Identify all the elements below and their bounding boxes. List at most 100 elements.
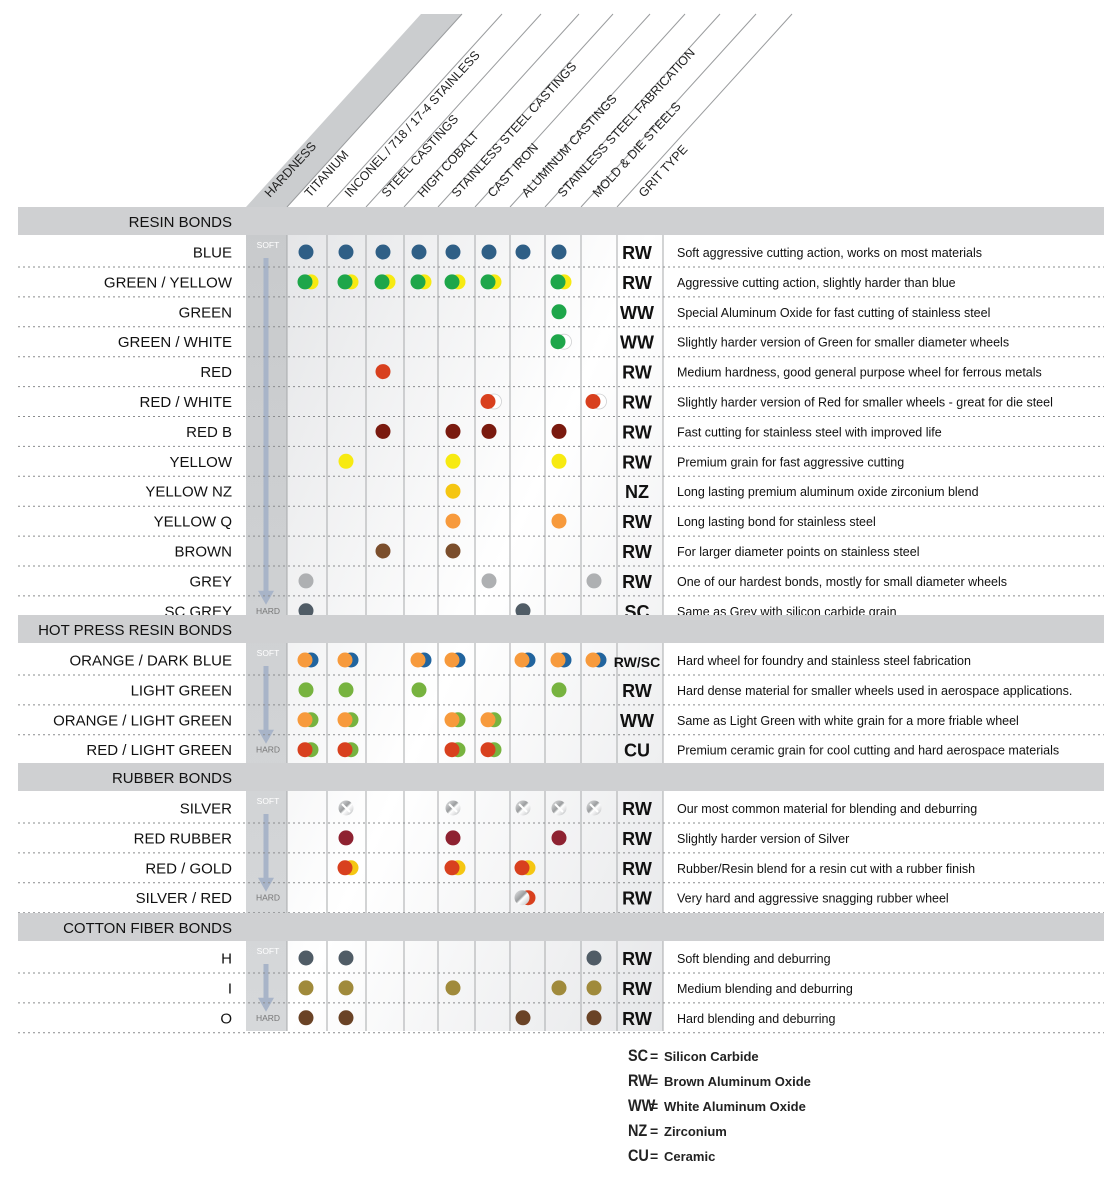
compatibility-dot [375,423,391,439]
compatibility-dot [297,652,319,668]
compatibility-dot [480,393,502,410]
compatibility-dot [375,244,391,260]
compatibility-dot [444,274,466,290]
bond-name: RED / WHITE [140,394,233,411]
legend-name: White Aluminum Oxide [664,1099,806,1114]
compatibility-dot [551,682,567,698]
grit-type: RW [622,889,652,909]
grit-type: NZ [625,482,649,502]
compatibility-dot [337,274,359,290]
compatibility-dot [337,860,359,876]
hardness-soft-label: SOFT [257,946,280,956]
compatibility-dot [481,573,497,589]
bond-description: Long lasting premium aluminum oxide zirc… [677,485,979,499]
bond-description: Very hard and aggressive snagging rubber… [677,892,949,906]
compatibility-dot [298,980,314,996]
compatibility-dot [445,513,461,529]
bond-description: Long lasting bond for stainless steel [677,515,876,529]
bond-name: SILVER [180,801,232,818]
hardness-hard-label: HARD [256,745,280,755]
compatibility-dot [374,274,396,290]
compatibility-dot [445,483,461,499]
compatibility-dot [410,652,432,668]
compatibility-dot [445,543,461,559]
compatibility-dot [338,1010,354,1026]
compatibility-dot [551,244,567,260]
compatibility-dot [514,652,536,668]
legend-item: WW=White Aluminum Oxide [628,1093,811,1118]
compatibility-dot [375,543,391,559]
hardness-arrowhead [258,729,274,744]
legend-code: RW [628,1071,652,1090]
bond-name: RED B [186,424,232,441]
grit-type: RW [622,799,652,819]
bond-name: GREY [189,573,232,590]
compatibility-dot [551,423,567,439]
compatibility-dot [298,244,314,260]
bond-description: Slightly harder version of Silver [677,832,849,846]
compatibility-dot [514,890,536,906]
hardness-soft-label: SOFT [257,240,280,250]
grit-type: RW [622,393,652,413]
compatibility-dot [338,453,354,469]
compatibility-dot [444,712,466,728]
compatibility-dot [514,860,536,876]
compatibility-dot [445,980,461,996]
grit-type: RW [622,829,652,849]
compatibility-dot [551,830,567,846]
legend-code: SC [628,1046,649,1065]
grit-type: CU [624,741,650,761]
grit-type: RW [622,542,652,562]
legend-equals: = [650,1048,659,1064]
compatibility-dot [515,1010,531,1026]
bond-name: SILVER / RED [136,890,233,907]
compatibility-dot [551,980,567,996]
compatibility-dot [375,364,391,380]
section-header [18,913,1104,941]
legend-item: CU=Ceramic [628,1143,811,1168]
compatibility-dot [515,244,531,260]
bond-name: O [220,1010,232,1027]
compatibility-dot [550,333,572,350]
bond-name: BROWN [175,544,233,561]
compatibility-dot [298,573,314,589]
bond-description: Premium ceramic grain for cool cutting a… [677,744,1059,758]
compatibility-dot [338,800,354,816]
hardness-hard-label: HARD [256,606,280,616]
bond-name: RED / LIGHT GREEN [86,742,232,759]
hardness-hard-label: HARD [256,893,280,903]
grit-type: RW [622,949,652,969]
bond-description: Hard dense material for smaller wheels u… [677,684,1072,698]
bond-description: For larger diameter points on stainless … [677,545,919,559]
bond-name: I [228,980,232,997]
grit-type: RW [622,859,652,879]
compatibility-dot [551,513,567,529]
section-title: RUBBER BONDS [112,770,232,787]
hardness-soft-label: SOFT [257,796,280,806]
section-header [18,763,1104,791]
legend-equals: = [650,1148,659,1164]
bond-description: Same as Light Green with white grain for… [677,714,1019,728]
compatibility-dot [586,950,602,966]
compatibility-dot [481,423,497,439]
compatibility-dot [338,682,354,698]
compatibility-dot [338,830,354,846]
bond-description: Soft blending and deburring [677,952,831,966]
compatibility-dot [297,742,319,758]
compatibility-dot [338,244,354,260]
compatibility-dot [298,603,314,619]
compatibility-dot [551,800,567,816]
compatibility-dot [480,742,502,758]
compatibility-dot [444,652,466,668]
grit-type: RW [622,363,652,383]
legend-item: SC=Silicon Carbide [628,1043,811,1068]
compatibility-dot [551,453,567,469]
